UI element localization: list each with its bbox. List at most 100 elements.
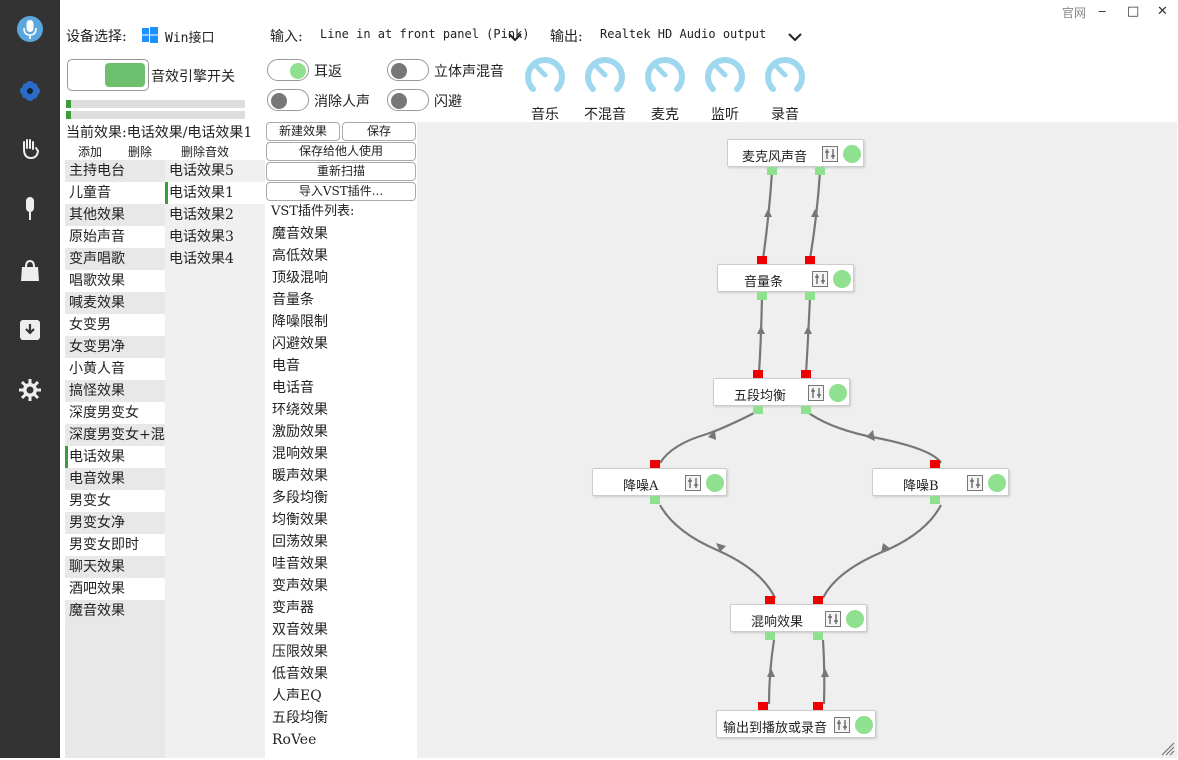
node-settings-icon[interactable] — [834, 717, 850, 733]
vst-plugin-item[interactable]: 多段均衡 — [266, 487, 416, 509]
vst-plugin-item[interactable]: 混响效果 — [266, 443, 416, 465]
category-item[interactable]: 酒吧效果 — [65, 578, 165, 600]
category-item[interactable]: 电话效果 — [65, 446, 165, 468]
category-item[interactable]: 男变女即时 — [65, 534, 165, 556]
vst-plugin-item[interactable]: 高低效果 — [266, 245, 416, 267]
settings-icon[interactable] — [15, 375, 45, 405]
category-item[interactable]: 其他效果 — [65, 204, 165, 226]
output-port[interactable] — [815, 167, 825, 175]
save-button[interactable]: 保存 — [342, 122, 416, 141]
category-item[interactable]: 主持电台 — [65, 160, 165, 182]
vst-plugin-item[interactable]: 顶级混响 — [266, 267, 416, 289]
vst-plugin-item[interactable]: 环绕效果 — [266, 399, 416, 421]
vst-plugin-item[interactable]: 暖声效果 — [266, 465, 416, 487]
hand-icon[interactable] — [15, 134, 45, 164]
stereo-mix-toggle[interactable] — [387, 59, 429, 81]
category-item[interactable]: 聊天效果 — [65, 556, 165, 578]
input-port[interactable] — [753, 370, 763, 378]
device-value[interactable]: Win接口 — [165, 31, 215, 46]
dodge-toggle[interactable] — [387, 89, 429, 111]
dial-2[interactable]: 麦克 — [640, 52, 690, 124]
category-item[interactable]: 唱歌效果 — [65, 270, 165, 292]
vst-plugin-item[interactable]: 压限效果 — [266, 641, 416, 663]
vst-plugin-item[interactable]: 双音效果 — [266, 619, 416, 641]
category-item[interactable]: 搞怪效果 — [65, 380, 165, 402]
maximize-button[interactable]: □ — [1127, 4, 1140, 19]
dial-1[interactable]: 不混音 — [580, 52, 630, 124]
preset-item[interactable]: 电话效果2 — [165, 204, 265, 226]
node-settings-icon[interactable] — [825, 611, 841, 627]
input-port[interactable] — [813, 596, 823, 604]
node-settings-icon[interactable] — [812, 271, 828, 287]
vst-plugin-item[interactable]: 闪避效果 — [266, 333, 416, 355]
output-select-value[interactable]: Realtek HD Audio output — [600, 27, 767, 41]
import-vst-button[interactable]: 导入VST插件... — [266, 182, 416, 201]
node-enabled-indicator[interactable] — [988, 474, 1006, 492]
monitor-toggle[interactable] — [267, 59, 309, 81]
graph-node[interactable]: 音量条 — [717, 264, 854, 292]
vst-plugin-item[interactable]: 哇音效果 — [266, 553, 416, 575]
add-button[interactable]: 添加 — [78, 145, 103, 159]
output-port[interactable] — [813, 632, 823, 640]
shop-bag-icon[interactable] — [15, 256, 45, 286]
output-port[interactable] — [930, 496, 940, 504]
category-item[interactable]: 男变女 — [65, 490, 165, 512]
vst-plugin-item[interactable]: 音量条 — [266, 289, 416, 311]
node-enabled-indicator[interactable] — [843, 145, 861, 163]
dial-3[interactable]: 监听 — [700, 52, 750, 124]
save-for-others-button[interactable]: 保存给他人使用 — [266, 142, 416, 161]
category-item[interactable]: 女变男净 — [65, 336, 165, 358]
category-item[interactable]: 小黄人音 — [65, 358, 165, 380]
input-port[interactable] — [650, 460, 660, 468]
output-chevron-down-icon[interactable] — [788, 30, 802, 46]
vst-plugin-item[interactable]: 变声效果 — [266, 575, 416, 597]
delete-button[interactable]: 删除 — [128, 145, 153, 159]
dial-knob-icon[interactable] — [762, 52, 808, 98]
output-port[interactable] — [767, 167, 777, 175]
category-item[interactable]: 男变女净 — [65, 512, 165, 534]
graph-node[interactable]: 混响效果 — [730, 604, 867, 632]
output-port[interactable] — [801, 406, 811, 414]
node-settings-icon[interactable] — [808, 385, 824, 401]
category-item[interactable]: 原始声音 — [65, 226, 165, 248]
new-effect-button[interactable]: 新建效果 — [266, 122, 340, 141]
graph-node[interactable]: 输出到播放或录音 — [716, 710, 876, 738]
input-port[interactable] — [757, 256, 767, 264]
dial-knob-icon[interactable] — [582, 52, 628, 98]
delete-effect-button[interactable]: 删除音效 — [181, 145, 230, 159]
graph-node[interactable]: 降噪B — [872, 468, 1009, 496]
output-port[interactable] — [753, 406, 763, 414]
category-item[interactable]: 深度男变女+混响 — [65, 424, 179, 446]
category-item[interactable]: 女变男 — [65, 314, 165, 336]
input-port[interactable] — [765, 596, 775, 604]
category-item[interactable]: 深度男变女 — [65, 402, 165, 424]
preset-item[interactable]: 电话效果1 — [165, 182, 265, 204]
dial-knob-icon[interactable] — [522, 52, 568, 98]
category-item[interactable]: 儿童音 — [65, 182, 165, 204]
input-select-value[interactable]: Line in at front panel (Pink) — [320, 27, 530, 41]
input-port[interactable] — [801, 370, 811, 378]
output-port[interactable] — [757, 292, 767, 300]
resize-grip-icon[interactable] — [1159, 740, 1175, 760]
vst-plugin-item[interactable]: 人声EQ — [266, 685, 416, 707]
node-enabled-indicator[interactable] — [846, 610, 864, 628]
graph-node[interactable]: 五段均衡 — [713, 378, 850, 406]
graph-node[interactable]: 降噪A — [592, 468, 727, 496]
node-settings-icon[interactable] — [967, 475, 983, 491]
vst-plugin-item[interactable]: 激励效果 — [266, 421, 416, 443]
app-logo-mic-icon[interactable] — [15, 14, 45, 44]
node-settings-icon[interactable] — [685, 475, 701, 491]
flower-icon[interactable] — [15, 76, 45, 106]
download-icon[interactable] — [15, 315, 45, 345]
output-port[interactable] — [805, 292, 815, 300]
vst-plugin-item[interactable]: 降噪限制 — [266, 311, 416, 333]
dial-0[interactable]: 音乐 — [520, 52, 570, 124]
dial-knob-icon[interactable] — [702, 52, 748, 98]
node-enabled-indicator[interactable] — [706, 474, 724, 492]
preset-item[interactable]: 电话效果4 — [165, 248, 265, 270]
node-settings-icon[interactable] — [822, 146, 838, 162]
vocal-remove-toggle[interactable] — [267, 89, 309, 111]
input-port[interactable] — [930, 460, 940, 468]
preset-item[interactable]: 电话效果5 — [165, 160, 265, 182]
